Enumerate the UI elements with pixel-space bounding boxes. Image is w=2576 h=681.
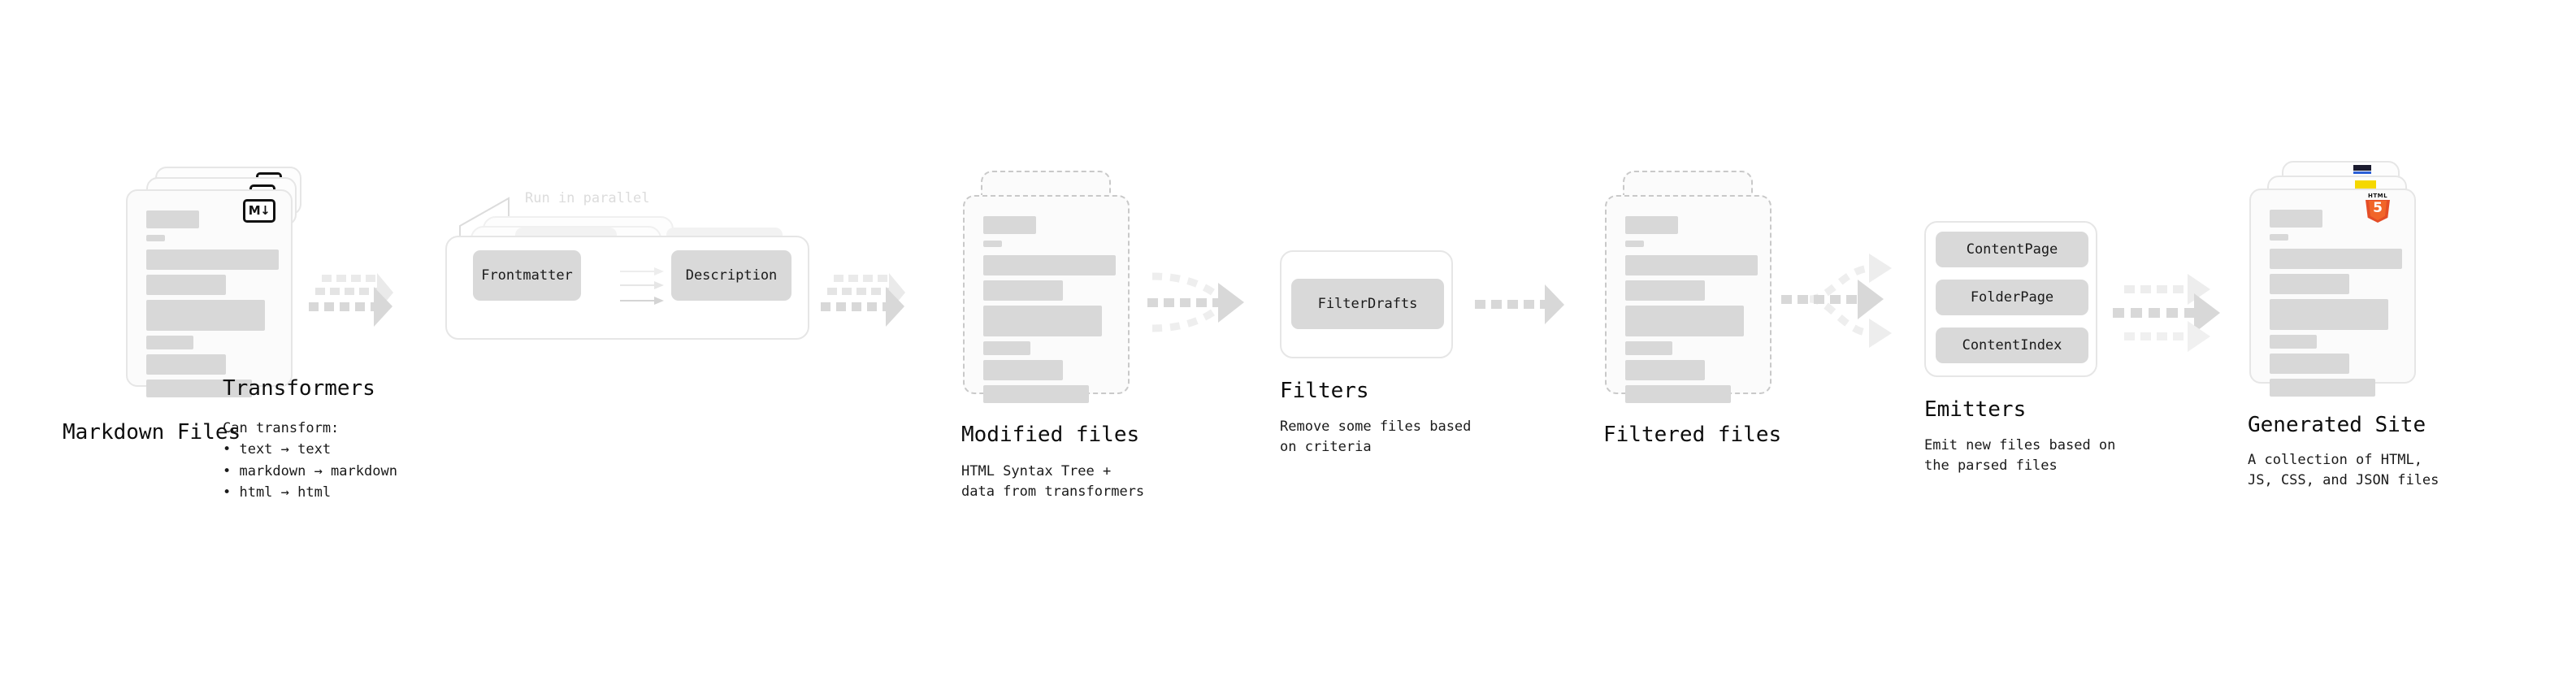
filtered-file-stack xyxy=(1605,171,1792,414)
transformer-pill-frontmatter[interactable]: Frontmatter xyxy=(473,250,581,301)
skeleton-line xyxy=(1625,216,1678,234)
connector-transformers-to-modified xyxy=(821,273,905,327)
stage-markdown-files: M↓ M↓ M↓ Markdown Files xyxy=(63,167,313,445)
skeleton-line xyxy=(1625,241,1644,247)
skeleton-line xyxy=(146,380,252,397)
skeleton-line xyxy=(2270,249,2402,269)
skeleton-line xyxy=(983,255,1116,275)
skeleton-line xyxy=(146,249,279,270)
bullet-item: • text → text xyxy=(223,441,332,458)
connector-md-to-transformers xyxy=(309,273,393,327)
skeleton-line xyxy=(2270,210,2322,228)
stage-generated-site: HTML 5 Generated Site A collection of HT… xyxy=(2248,161,2444,488)
bullet-item: • html → html xyxy=(223,484,332,501)
skeleton-line xyxy=(983,341,1030,355)
bullets-heading: Can transform: xyxy=(223,420,340,436)
html5-badge-label: HTML xyxy=(2367,193,2388,199)
skeleton-line xyxy=(146,336,193,349)
css-badge-underline xyxy=(2353,171,2371,174)
skeleton-line xyxy=(2270,274,2349,294)
skeleton-line xyxy=(146,210,199,228)
filter-pill-filterdrafts[interactable]: FilterDrafts xyxy=(1291,279,1444,329)
stage-title-markdown-files: Markdown Files xyxy=(63,420,241,445)
css-badge xyxy=(2353,165,2371,174)
bullet-item: • markdown → markdown xyxy=(223,462,397,479)
markdown-badge-front: M↓ xyxy=(243,199,275,223)
skeleton-line xyxy=(1625,341,1672,355)
skeleton-line xyxy=(1625,255,1758,275)
skeleton-line xyxy=(2270,234,2288,241)
stage-title-transformers: Transformers xyxy=(223,376,375,401)
stage-subtitle-emitters: Emit new files based on the parsed files xyxy=(1924,437,2116,474)
skeleton-line xyxy=(1625,306,1744,336)
skeleton-line xyxy=(983,216,1036,234)
stage-title-modified-files: Modified files xyxy=(961,423,1140,447)
stage-subtitle-filters: Remove some files based on criteria xyxy=(1280,419,1472,455)
transformer-inner-arrows xyxy=(620,267,664,305)
connector-filters-to-filtered xyxy=(1475,284,1564,324)
stage-title-emitters: Emitters xyxy=(1924,397,2027,422)
emitter-pill-folderpage[interactable]: FolderPage xyxy=(1936,280,2088,315)
skeleton-line xyxy=(983,385,1089,403)
stage-subtitle-generated-site: A collection of HTML, JS, CSS, and JSON … xyxy=(2248,452,2439,488)
connector-modified-to-filters xyxy=(1147,272,1244,332)
stage-title-filters: Filters xyxy=(1280,379,1369,403)
connector-emitters-to-site xyxy=(2113,274,2220,352)
skeleton-line xyxy=(983,306,1102,336)
html5-five-glyph: 5 xyxy=(2373,200,2383,216)
html5-shield-inner xyxy=(2369,201,2387,220)
skeleton-line xyxy=(2270,354,2349,374)
site-file-stack: HTML 5 xyxy=(2249,161,2444,405)
css-badge-bar xyxy=(2353,165,2371,171)
skeleton-line xyxy=(2270,335,2317,349)
skeleton-line xyxy=(983,360,1063,380)
filtered-card-front xyxy=(1605,195,1772,403)
skeleton-line xyxy=(146,275,226,295)
emitter-pill-contentindex[interactable]: ContentIndex xyxy=(1936,327,2088,363)
skeleton-line xyxy=(2270,299,2388,330)
stage-modified-files: Modified files HTML Syntax Tree + data f… xyxy=(961,171,1150,500)
transformer-pill-description[interactable]: Description xyxy=(671,250,791,301)
annotation-run-in-parallel: Run in parallel xyxy=(525,190,650,206)
modified-file-stack xyxy=(963,171,1150,414)
skeleton-line xyxy=(1625,385,1731,403)
skeleton-line xyxy=(146,354,226,375)
site-card-front xyxy=(2249,189,2416,397)
markdown-file-stack: M↓ M↓ M↓ xyxy=(126,167,313,410)
emitter-pill-contentpage[interactable]: ContentPage xyxy=(1936,232,2088,267)
html5-badge: HTML 5 xyxy=(2366,193,2390,223)
connector-filtered-to-emitters xyxy=(1781,254,1892,348)
stage-title-filtered-files: Filtered files xyxy=(1603,423,1782,447)
skeleton-line xyxy=(1625,360,1705,380)
transformers-bullet-list: Can transform: • text → text • markdown … xyxy=(223,418,397,503)
skeleton-line xyxy=(2270,379,2375,397)
skeleton-line xyxy=(146,300,265,331)
skeleton-line xyxy=(983,241,1002,247)
stage-filtered-files: Filtered files xyxy=(1603,171,1792,447)
skeleton-line xyxy=(983,280,1063,301)
modified-card-front xyxy=(963,195,1130,403)
skeleton-line xyxy=(1625,280,1705,301)
stage-subtitle-modified-files: HTML Syntax Tree + data from transformer… xyxy=(961,463,1145,500)
skeleton-line xyxy=(146,235,165,241)
stage-title-generated-site: Generated Site xyxy=(2248,413,2426,437)
